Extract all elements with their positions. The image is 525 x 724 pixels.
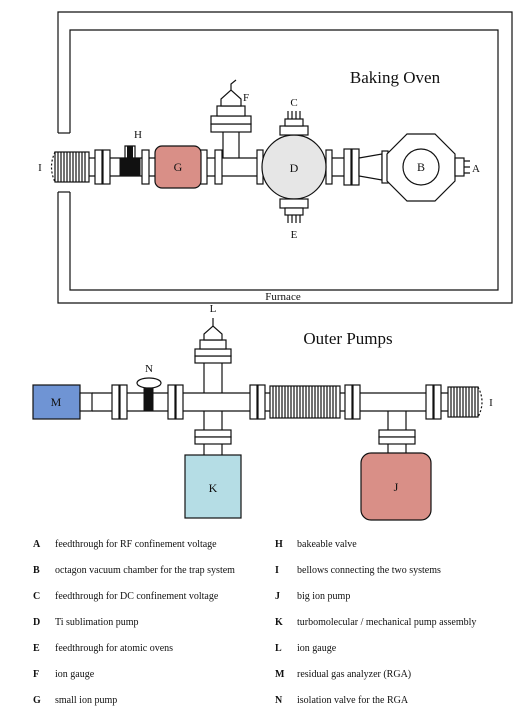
label-f: F <box>243 92 249 104</box>
label-i-top: I <box>38 162 42 174</box>
turbo-pump-k <box>184 454 242 519</box>
label-i-outer: I <box>489 397 493 409</box>
outer-beamline <box>32 318 483 521</box>
feedthrough-c <box>279 111 309 136</box>
isolation-valve-n <box>136 377 162 412</box>
feedthrough-e <box>279 198 309 223</box>
big-ion-pump-j <box>360 452 432 521</box>
small-ion-pump-g <box>154 145 202 189</box>
label-k: K <box>209 481 218 495</box>
label-b: B <box>417 160 425 174</box>
furnace-label: Furnace <box>265 291 301 303</box>
bellows-middle <box>269 385 341 419</box>
baking-oven-furnace <box>57 11 513 304</box>
label-l: L <box>210 303 217 315</box>
octagon-chamber-b <box>386 133 456 202</box>
label-d: D <box>290 161 299 175</box>
label-n: N <box>145 363 153 375</box>
label-e: E <box>291 229 298 241</box>
top-beamline <box>50 79 470 223</box>
label-g: G <box>174 160 183 174</box>
label-c: C <box>290 97 297 109</box>
vacuum-system-diagram: Baking Oven Furnace <box>32 11 513 521</box>
label-a: A <box>472 163 480 175</box>
feedthrough-a <box>454 157 470 177</box>
bellows-i-top <box>50 151 90 183</box>
bakeable-valve-h <box>119 145 141 177</box>
rga-m <box>32 384 81 420</box>
label-j: J <box>394 480 399 494</box>
label-h: H <box>134 129 142 141</box>
ion-gauge-f <box>210 79 252 158</box>
label-m: M <box>51 395 62 409</box>
ion-gauge-l <box>194 318 232 364</box>
outer-pumps-title: Outer Pumps <box>303 329 392 348</box>
bellows-i-outer <box>447 386 483 418</box>
baking-oven-title: Baking Oven <box>350 68 441 87</box>
